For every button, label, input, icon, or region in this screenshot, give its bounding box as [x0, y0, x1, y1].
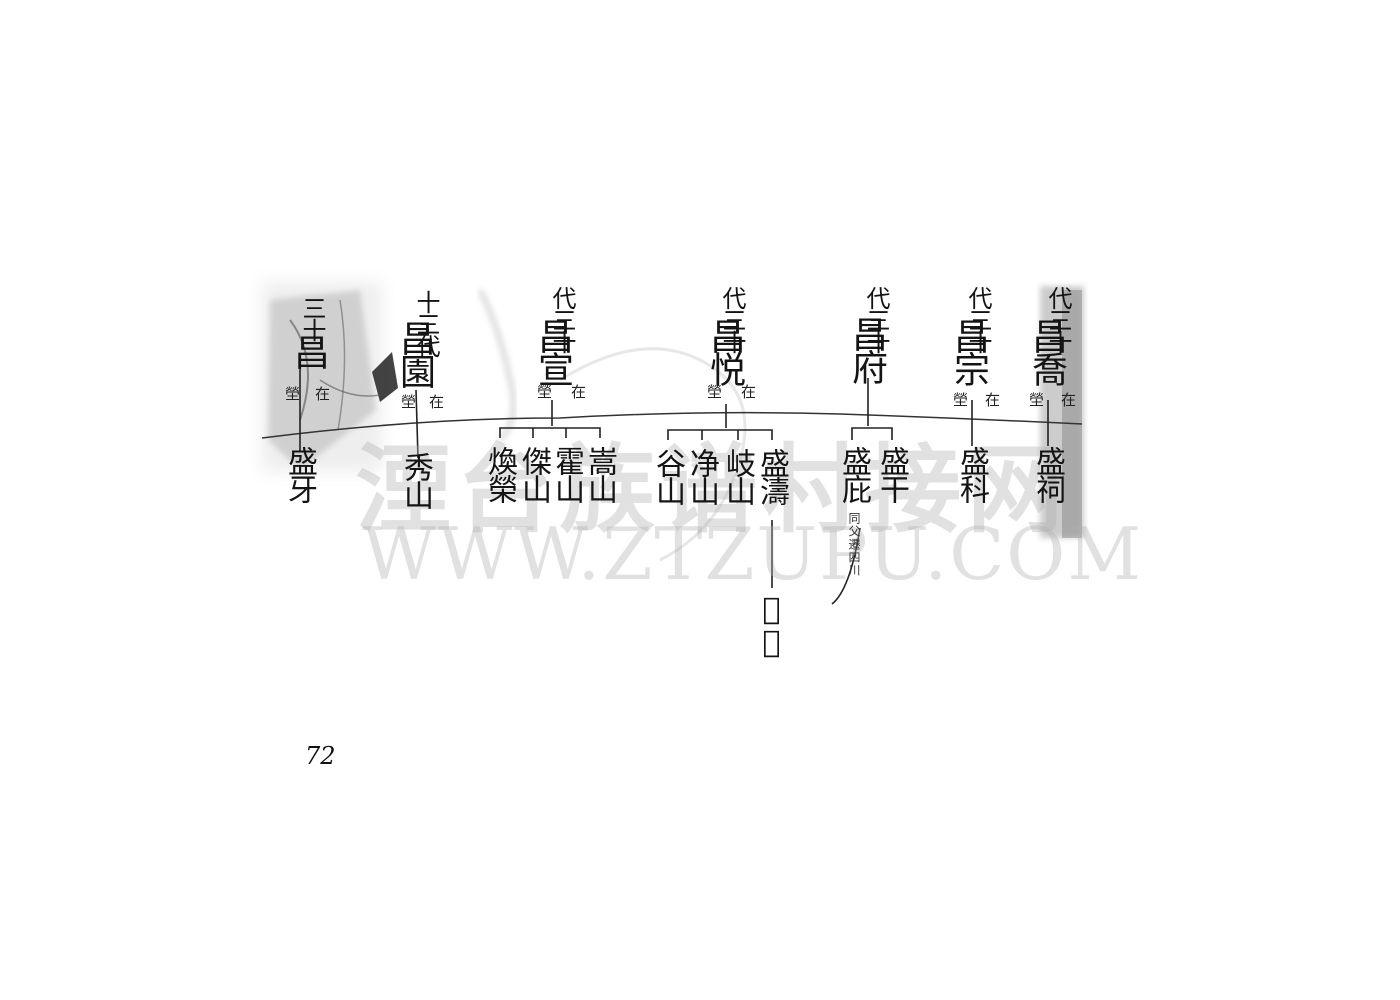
- grave-note: 塋: [951, 392, 969, 407]
- mid-scan-stain: [477, 288, 747, 562]
- location-note: 在: [313, 386, 331, 401]
- grave-note: 塋: [535, 384, 553, 399]
- son-name: 岐山: [720, 448, 755, 504]
- ancestor-name: 昌宗: [948, 318, 989, 384]
- son-name: 盛干: [874, 446, 909, 502]
- son-name: 傑山: [516, 446, 551, 502]
- generation-label: 代三十: [718, 286, 746, 352]
- generation-label: 代三十: [862, 286, 890, 352]
- son-name: 嵩山: [582, 446, 617, 502]
- grave-note: 塋: [283, 386, 301, 401]
- grave-note: 塋: [1027, 392, 1045, 407]
- branch-lines-entry-1: [415, 389, 419, 459]
- grave-note: 塋: [399, 394, 417, 409]
- son-name: 秀山: [398, 452, 433, 508]
- branch-lines-entry-2: [499, 400, 601, 438]
- location-note: 在: [983, 392, 1001, 407]
- son-name: 盛濤: [754, 448, 789, 504]
- son-name: 盛庇: [836, 446, 871, 502]
- generation-label: 代三十: [1044, 286, 1072, 352]
- location-note: 在: [427, 394, 445, 409]
- ancestor-name: 昌園: [394, 320, 435, 386]
- generation-divider-line: [261, 411, 1083, 439]
- grandson-name: 𨤼成: [754, 592, 789, 658]
- son-name: 盛祠: [1030, 446, 1065, 502]
- right-scan-stain: [1040, 286, 1084, 538]
- migration-note: 同父遷四川: [847, 512, 861, 577]
- son-name: 净山: [684, 448, 719, 504]
- generation-label: 三十: [298, 296, 326, 340]
- son-name: 盛科: [954, 446, 989, 502]
- branch-lines-entry-3: [667, 404, 773, 588]
- ancestor-name: 昌宣: [532, 318, 573, 384]
- generation-label: 代三十: [964, 286, 992, 352]
- grave-note: 塋: [705, 384, 723, 399]
- son-name: 霍山: [549, 446, 584, 502]
- location-note: 在: [1059, 392, 1077, 407]
- branch-lines-entry-4: [831, 378, 893, 605]
- generation-label: 代三十: [548, 286, 576, 352]
- ancestor-name: 昌悦: [704, 318, 745, 384]
- son-name: 谷山: [650, 448, 685, 504]
- location-note: 在: [739, 384, 757, 399]
- ancestor-name: 昌喬: [1026, 318, 1067, 384]
- location-note: 在: [569, 384, 587, 399]
- ancestor-name: 昌: [288, 334, 329, 367]
- ancestor-name: 昌府: [846, 316, 887, 382]
- page-number: 72: [305, 742, 336, 770]
- left-scan-stain: [262, 282, 398, 472]
- son-name: 煥榮: [482, 446, 517, 502]
- son-name: 盛牙: [282, 446, 317, 502]
- generation-label: 十三代: [412, 290, 440, 356]
